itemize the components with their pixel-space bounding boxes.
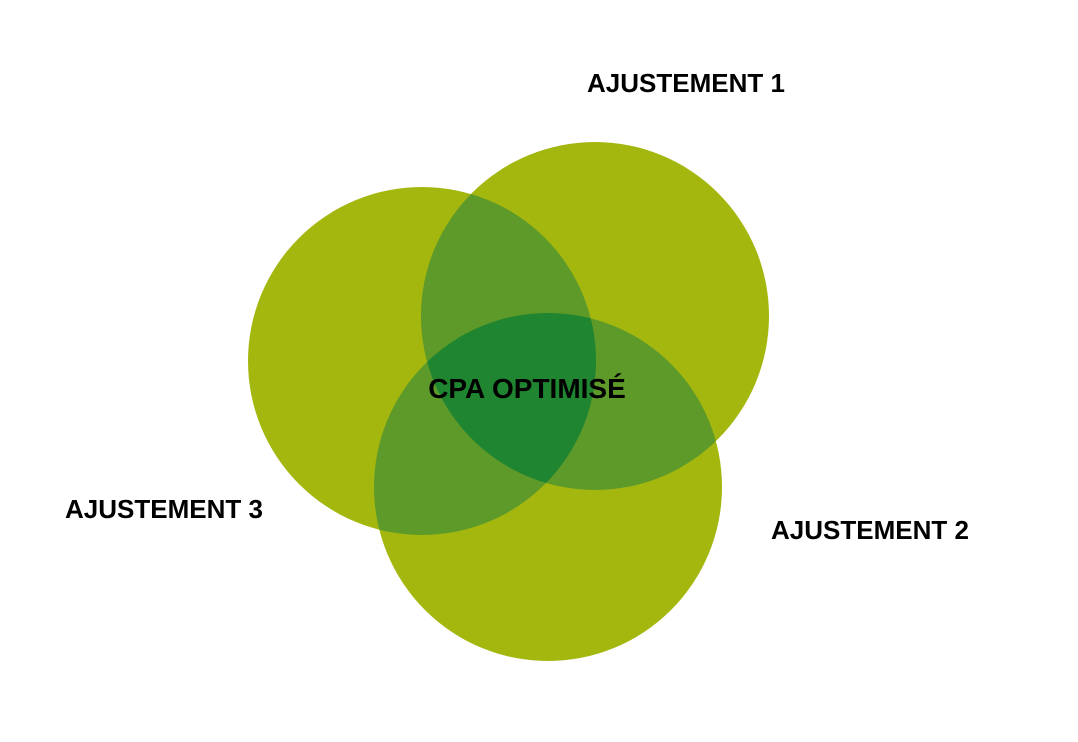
label-ajustement-2: AJUSTEMENT 2 [771, 515, 969, 545]
center-label: CPA OPTIMISÉ [428, 373, 626, 404]
label-ajustement-3: AJUSTEMENT 3 [65, 494, 263, 524]
label-ajustement-1: AJUSTEMENT 1 [587, 68, 785, 98]
